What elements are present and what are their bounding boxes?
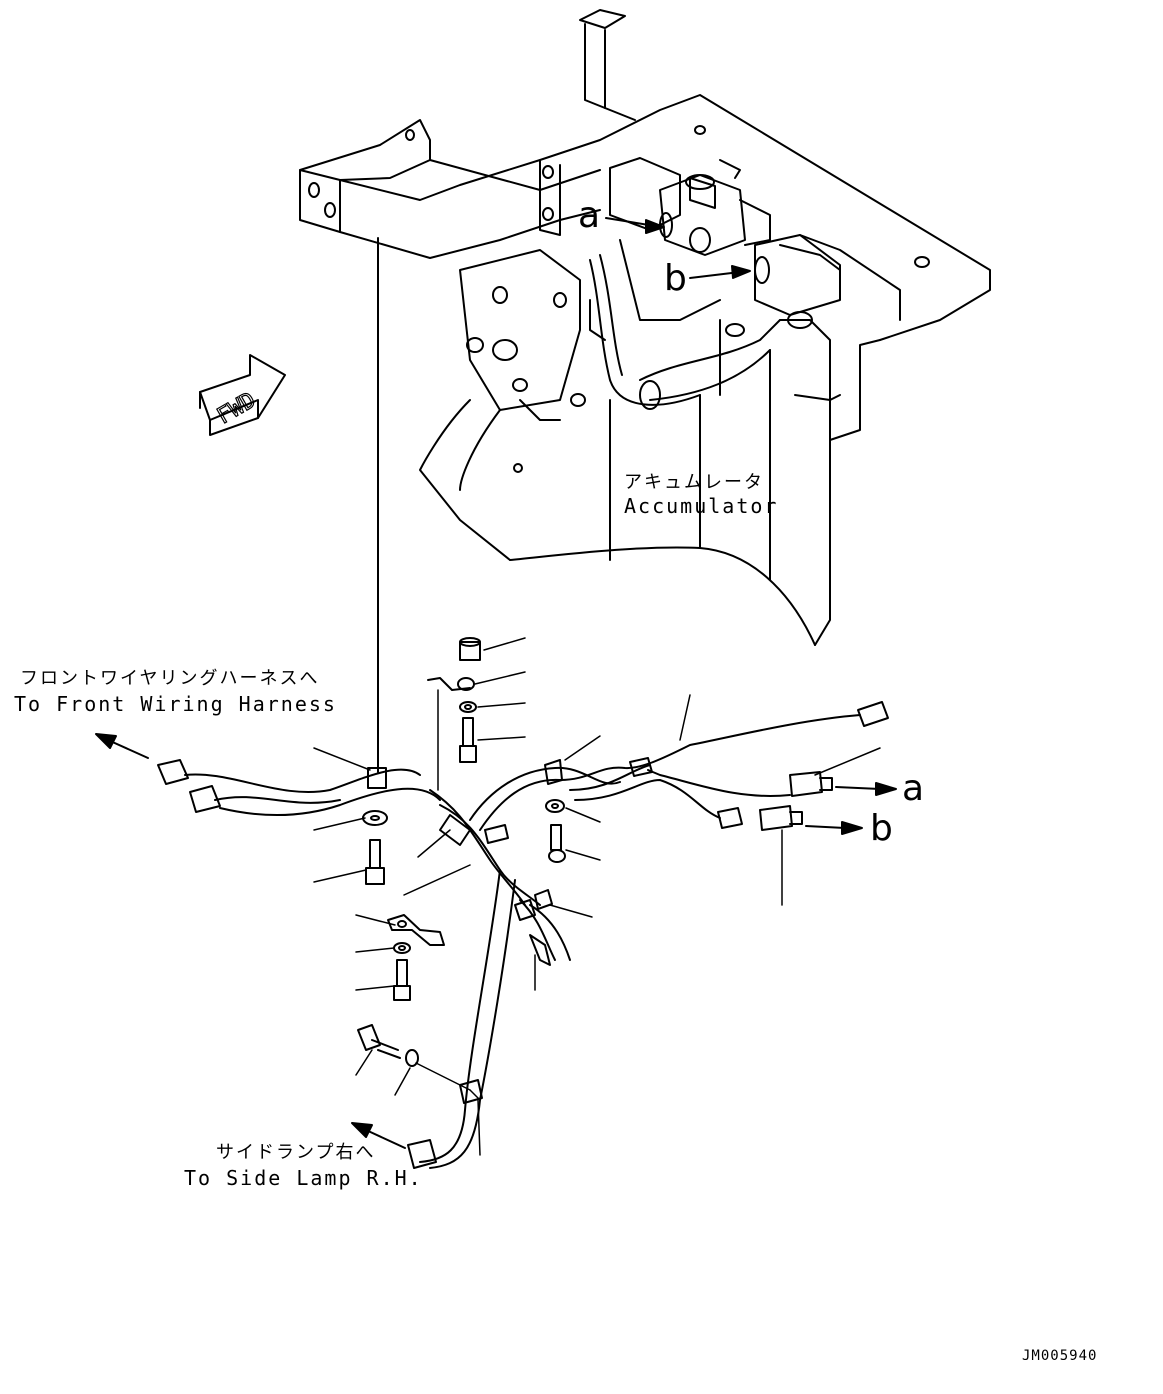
accumulator-label-en: Accumulator xyxy=(624,494,779,518)
pointer-b-top xyxy=(689,265,751,279)
front-harness-label-jp: フロントワイヤリングハーネスへ xyxy=(20,668,320,689)
wiring-harness xyxy=(157,701,889,1169)
front-harness-label-en: To Front Wiring Harness xyxy=(14,692,337,716)
ref-a-top-label: a xyxy=(578,195,601,236)
drawing-code: JM005940 xyxy=(1022,1348,1098,1364)
ref-b-sensor-label: b xyxy=(870,808,893,849)
leader-lines xyxy=(313,637,881,1156)
accumulator-label-jp: アキュムレータ xyxy=(624,472,764,493)
arrow-sensor-b xyxy=(805,821,863,835)
arrow-to-front-harness xyxy=(95,733,149,759)
arrow-to-side-lamp xyxy=(351,1122,406,1149)
fwd-label: FWD xyxy=(213,388,260,430)
pointer-a-top xyxy=(605,217,665,234)
ref-a-sensor-label: a xyxy=(902,768,925,809)
accumulator-assembly xyxy=(419,239,841,646)
ref-b-top-label: b xyxy=(664,258,687,299)
valve-block xyxy=(609,157,901,321)
side-lamp-label-jp: サイドランプ右へ xyxy=(216,1142,376,1163)
hardware xyxy=(357,637,566,1067)
arrow-sensor-a xyxy=(835,782,897,796)
frame-bracket xyxy=(299,9,991,441)
side-lamp-label-en: To Side Lamp R.H. xyxy=(184,1166,423,1190)
fwd-arrow xyxy=(199,354,286,436)
